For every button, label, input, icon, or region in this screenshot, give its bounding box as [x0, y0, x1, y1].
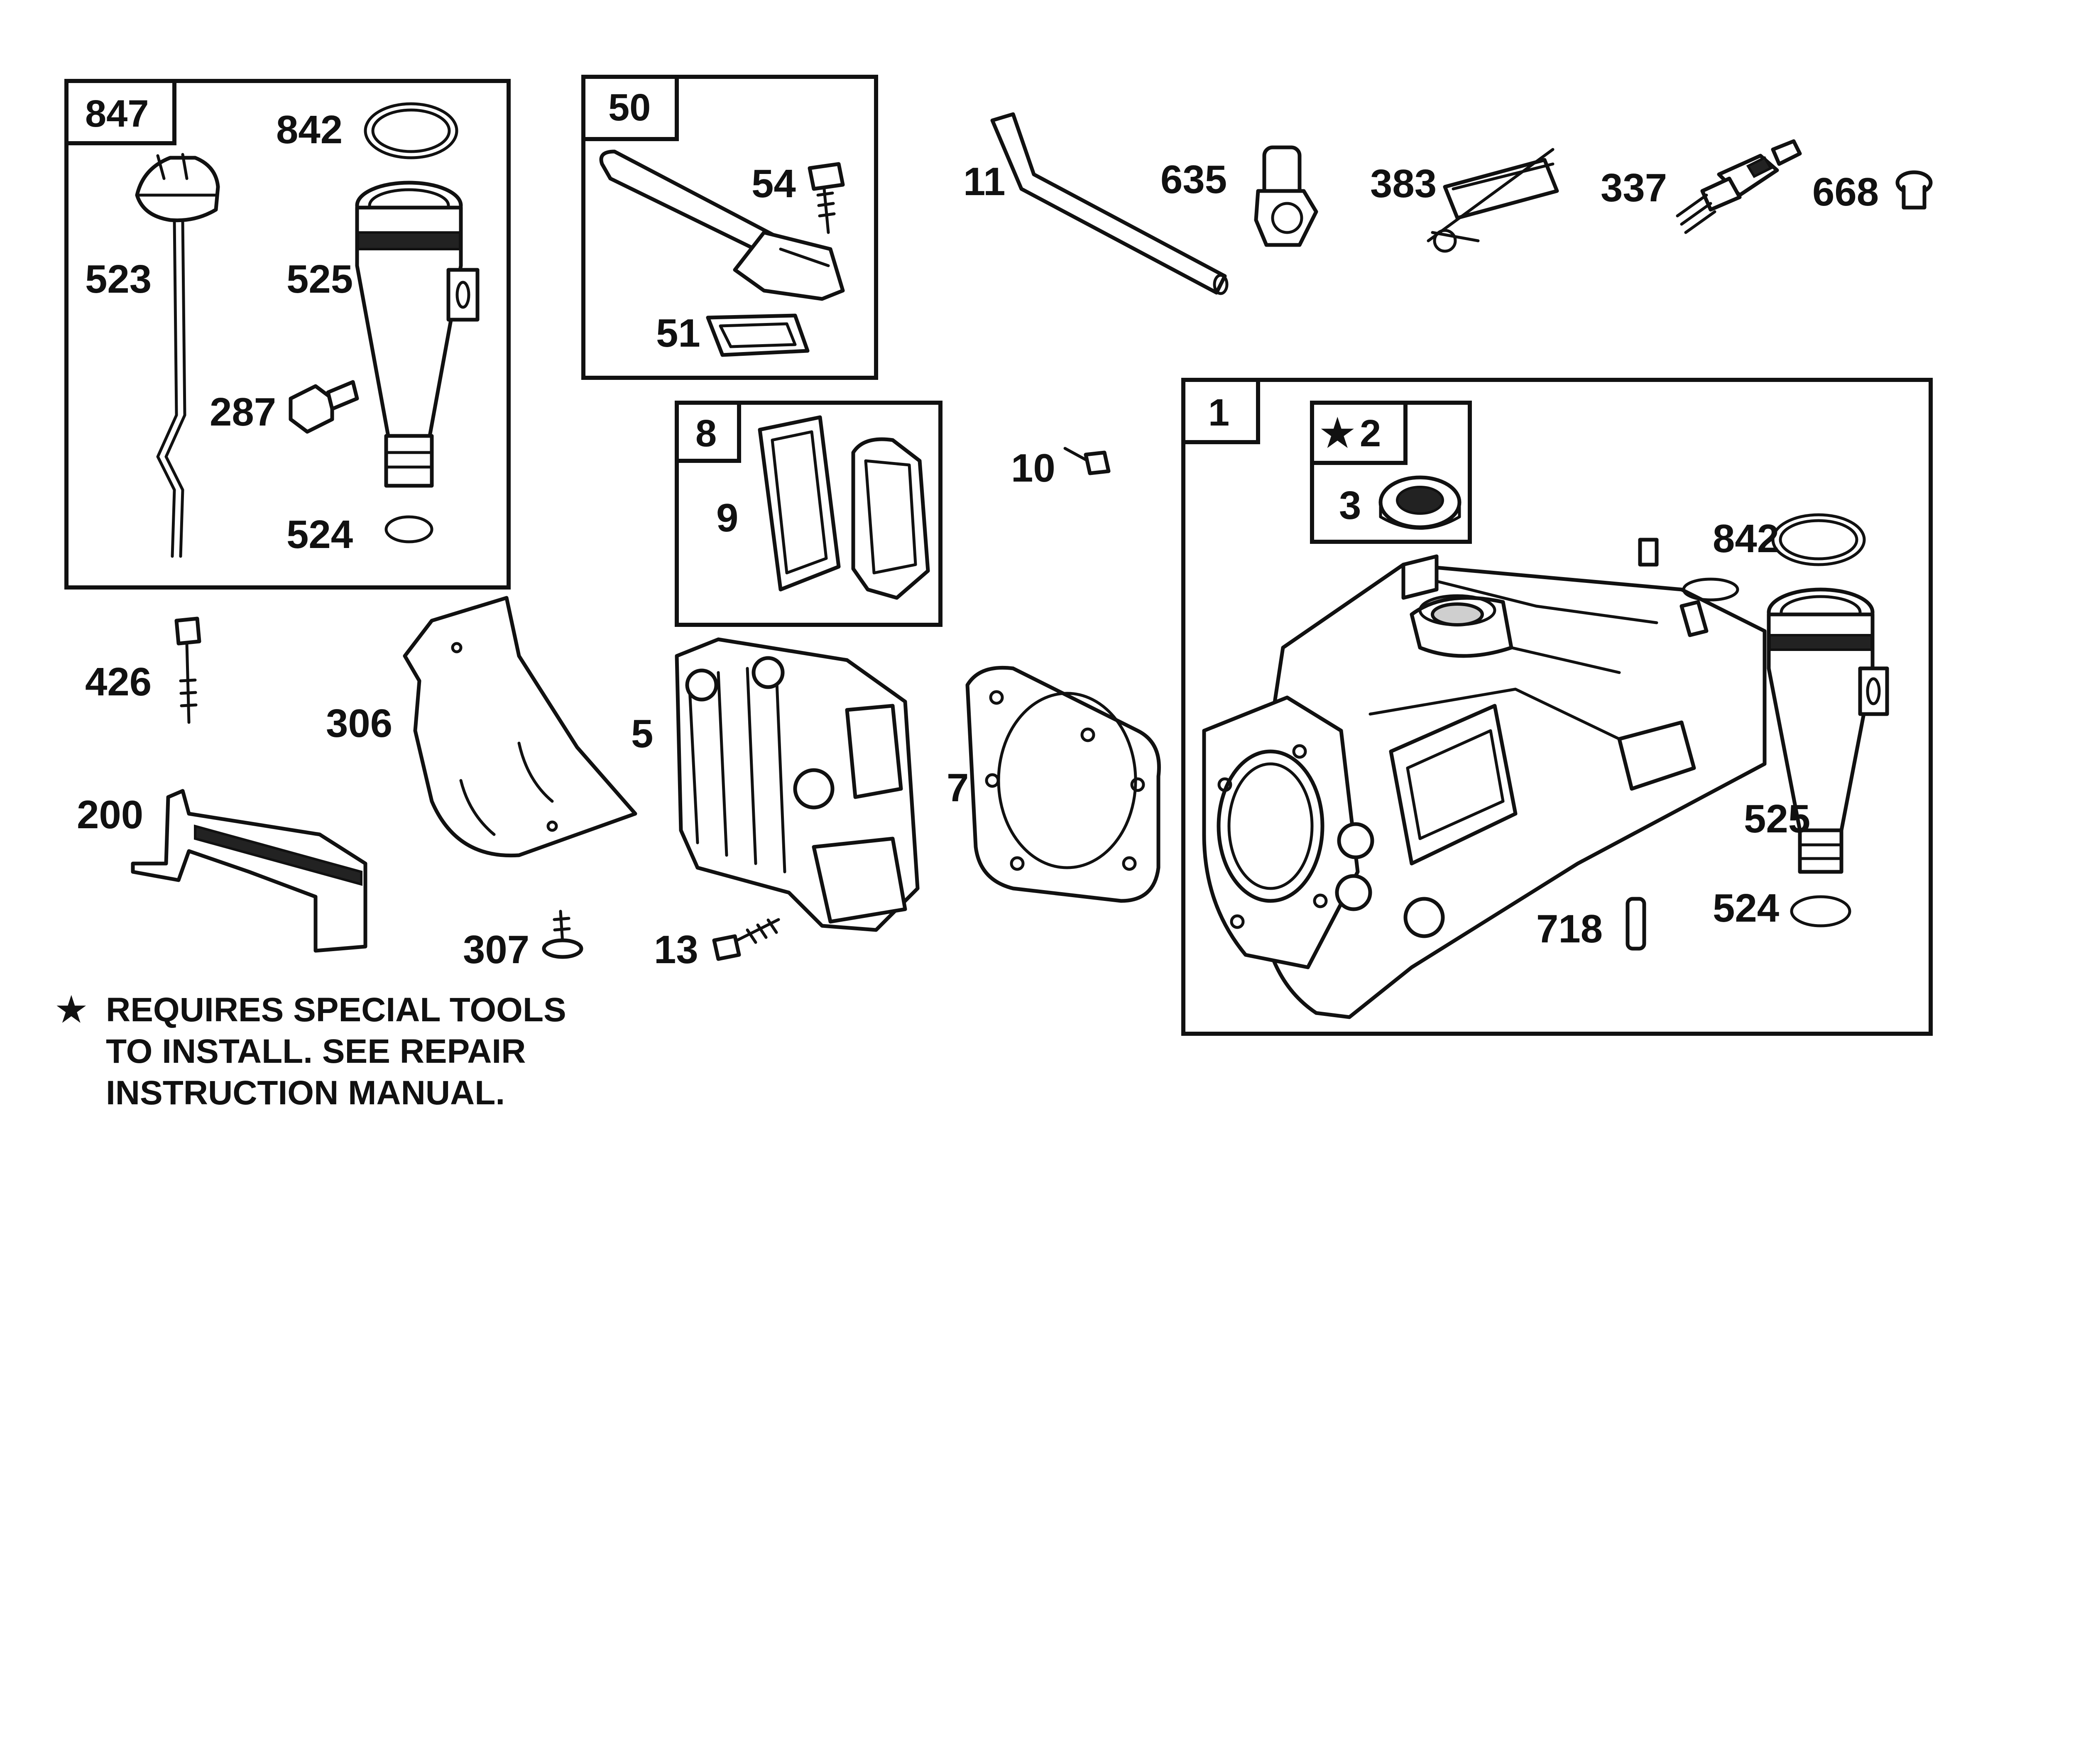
group-2-number-box: [1310, 401, 1408, 465]
cylinder-head-5: [675, 637, 920, 932]
bolt-10: [1063, 447, 1111, 475]
gasket-51: [706, 313, 810, 357]
label-9: 9: [716, 496, 738, 540]
label-10: 10: [1011, 446, 1055, 490]
head-gasket-7: [965, 665, 1161, 903]
label-287: 287: [210, 390, 276, 434]
group-847-number-box: [64, 79, 176, 145]
label-3: 3: [1339, 483, 1361, 528]
group-50-frame: [581, 75, 878, 380]
group-8-number: 8: [695, 412, 717, 455]
seal-3: [1378, 475, 1462, 530]
group-847: 847 523 842 525 287: [64, 79, 511, 590]
group-1-number: 1: [1208, 391, 1229, 434]
group-1-frame: [1181, 378, 1933, 1036]
group-1: 1 ★ 2 3: [1181, 378, 1933, 1036]
crankcase: [1202, 538, 1767, 1019]
label-842-b: 842: [1713, 516, 1779, 561]
label-842-a: 842: [276, 108, 343, 152]
group-847-frame: [64, 79, 511, 590]
group-50: 50 54 51: [581, 75, 878, 380]
oring-524-a: [384, 515, 433, 543]
group-2-number: 2: [1360, 412, 1381, 455]
baffle-306: [403, 596, 637, 858]
label-5: 5: [631, 712, 653, 756]
breather-tube-11: [990, 112, 1229, 295]
label-525-b: 525: [1744, 797, 1810, 841]
label-307: 307: [463, 927, 529, 972]
label-200: 200: [77, 793, 143, 837]
solenoid-383: [1427, 148, 1559, 253]
label-718: 718: [1536, 907, 1603, 951]
fitting-287: [289, 380, 359, 434]
group-8-frame: [675, 401, 943, 627]
label-11: 11: [963, 159, 1005, 204]
fill-tube-525: [355, 181, 480, 488]
label-523: 523: [85, 257, 152, 301]
note-star-icon: ★: [56, 991, 87, 1029]
gasket-9: [758, 415, 841, 592]
label-426: 426: [85, 660, 152, 704]
group-1-number-box: [1181, 378, 1260, 444]
star-icon: ★: [1320, 412, 1354, 455]
group-50-number-box: [581, 75, 679, 141]
group-8: 8 9: [675, 401, 943, 627]
valve-cover: [851, 437, 930, 600]
elbow-635: [1254, 145, 1318, 247]
intake-tube-50: [599, 149, 845, 301]
oring-842-a: [364, 102, 458, 159]
label-668: 668: [1812, 170, 1879, 214]
fill-tube-525-b: [1767, 587, 1889, 874]
label-7: 7: [947, 766, 969, 810]
screw-307: [542, 910, 583, 959]
label-524-a: 524: [286, 512, 353, 557]
label-524-b: 524: [1713, 886, 1779, 930]
dipstick-523: [135, 153, 220, 558]
label-306: 306: [326, 701, 392, 746]
dowel-718: [1626, 897, 1646, 951]
oring-842-b: [1771, 513, 1866, 566]
bolt-54: [808, 162, 845, 234]
label-51: 51: [656, 311, 700, 355]
bracket-200: [131, 789, 367, 953]
bolt-426: [174, 617, 201, 724]
oring-524-b: [1790, 895, 1851, 927]
label-525-a: 525: [286, 257, 353, 301]
note-line-1: REQUIRES SPECIAL TOOLS: [106, 991, 566, 1029]
spark-plug-337: [1676, 139, 1802, 234]
label-13: 13: [654, 927, 698, 972]
label-337: 337: [1601, 166, 1667, 210]
special-tools-note: ★ REQUIRES SPECIAL TOOLS TO INSTALL. SEE…: [56, 991, 566, 1112]
label-54: 54: [752, 161, 796, 206]
bolt-13: [712, 918, 780, 961]
group-8-number-box: [675, 401, 741, 463]
plug-668: [1895, 170, 1933, 210]
group-50-number: 50: [608, 86, 651, 129]
label-383: 383: [1370, 161, 1437, 206]
note-line-3: INSTRUCTION MANUAL.: [106, 1074, 505, 1112]
note-line-2: TO INSTALL. SEE REPAIR: [106, 1032, 526, 1070]
label-635: 635: [1160, 157, 1227, 202]
group-847-number: 847: [85, 93, 149, 135]
